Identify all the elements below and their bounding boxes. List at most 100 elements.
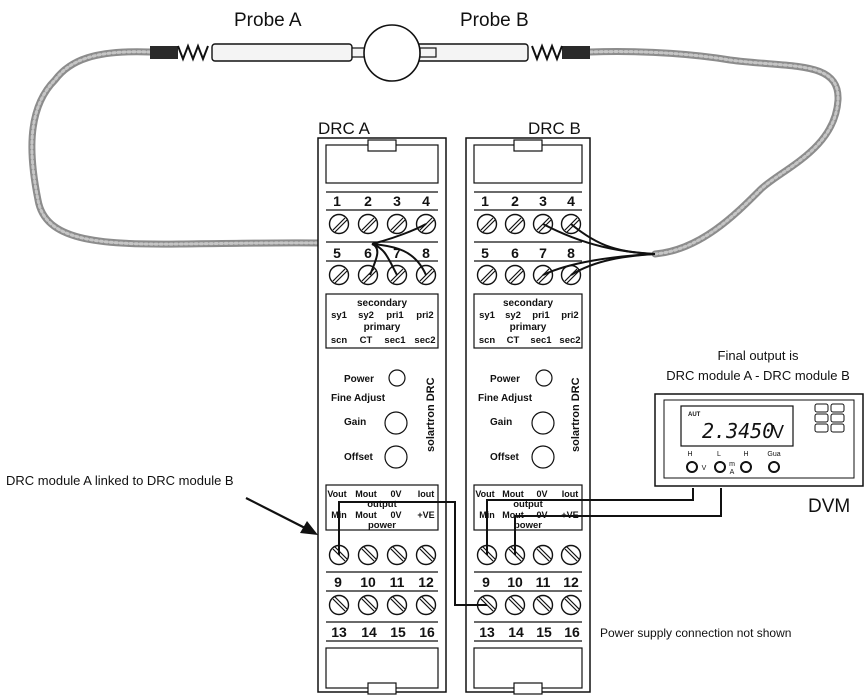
- dvm-high-lead: [514, 488, 722, 555]
- drc-a-0v: 0V: [390, 489, 401, 499]
- drc-a-power-header: power: [368, 520, 396, 531]
- drc-a-pin-sy1: sy1: [331, 310, 348, 321]
- drc-b-terminal-3: 3: [539, 193, 547, 209]
- drc-a-pin-pri2: pri2: [416, 310, 433, 321]
- dvm-terminal-l[interactable]: [714, 461, 726, 473]
- drc-a-pin-sec1: sec1: [384, 335, 406, 346]
- link-wire: [338, 501, 487, 606]
- drc-a-terminal-9: 9: [334, 574, 342, 590]
- drc-a-gain-label: Gain: [344, 417, 366, 428]
- dvm-caption-line1: Final output is: [718, 348, 799, 363]
- drc-module-a: DRC A 1 2 3 4 5 6 7 8 secondary sy1 sy2 …: [317, 119, 447, 695]
- dvm-sub-label-m: m: [729, 461, 735, 468]
- dvm-mode: AUT: [688, 412, 701, 418]
- dvm-terminal-label-gua: Gua: [767, 451, 780, 458]
- drc-b-pin-scn: scn: [479, 335, 496, 346]
- target-sphere: [363, 24, 421, 82]
- drc-a-offset-label: Offset: [344, 452, 374, 463]
- dvm-terminal-label-l: L: [717, 451, 721, 458]
- dvm-name: DVM: [808, 496, 850, 517]
- drc-b-terminal-7: 7: [539, 245, 547, 261]
- drc-a-terminal-10: 10: [360, 574, 376, 590]
- drc-a-terminal-14: 14: [361, 624, 377, 640]
- drc-b-brand: solartron DRC: [570, 377, 582, 452]
- drc-a-terminal-7: 7: [393, 245, 401, 261]
- drc-a-brand: solartron DRC: [425, 377, 437, 452]
- drc-b-power-header: power: [514, 520, 542, 531]
- drc-a-0v2: 0V: [390, 510, 401, 520]
- drc-b-vout: Vout: [475, 489, 494, 499]
- drc-b-offset-knob: [531, 445, 555, 469]
- dvm-button[interactable]: [814, 413, 829, 423]
- drc-b-fine-adjust-label: Fine Adjust: [478, 393, 533, 404]
- probe-wires: [369, 223, 656, 276]
- power-note: Power supply connection not shown: [600, 626, 791, 640]
- drc-b-mout: Mout: [502, 489, 524, 499]
- dvm-button[interactable]: [830, 403, 845, 413]
- dvm-button[interactable]: [830, 423, 845, 433]
- dvm-low-lead: [486, 488, 694, 555]
- drc-b-terminal-6: 6: [511, 245, 519, 261]
- drc-b-primary-header: primary: [510, 322, 547, 333]
- link-arrow: [245, 497, 318, 535]
- drc-a-mout: Mout: [355, 489, 377, 499]
- drc-b-terminal-5: 5: [481, 245, 489, 261]
- drc-b-pin-sy2: sy2: [505, 310, 521, 321]
- dvm-caption-line2: DRC module A - DRC module B: [666, 368, 850, 383]
- dvm-terminal-h[interactable]: [686, 461, 698, 473]
- drc-b-terminal-9: 9: [482, 574, 490, 590]
- drc-b-power-label: Power: [490, 374, 520, 385]
- drc-a-ve: +VE: [417, 510, 434, 520]
- dvm-button[interactable]: [814, 403, 829, 413]
- drc-b-iout: Iout: [562, 489, 579, 499]
- drc-a-secondary-header: secondary: [357, 298, 407, 309]
- drc-a-terminal-4: 4: [422, 193, 430, 209]
- drc-b-pin-ct: CT: [507, 335, 520, 346]
- drc-b-terminal-14: 14: [508, 624, 524, 640]
- probe-cables: [28, 48, 842, 258]
- drc-b-terminal-2: 2: [511, 193, 519, 209]
- drc-b-terminal-11: 11: [536, 574, 551, 590]
- drc-a-terminal-5: 5: [333, 245, 341, 261]
- dvm-sub-label-v: V: [702, 465, 707, 472]
- drc-b-terminal-1: 1: [481, 193, 489, 209]
- dvm-terminal-h2[interactable]: [740, 461, 752, 473]
- dvm-terminal-label-h: H: [687, 451, 692, 458]
- drc-a-terminal-2: 2: [364, 193, 372, 209]
- dvm-terminal-label-h2: H: [743, 451, 748, 458]
- drc-b-0v: 0V: [536, 489, 547, 499]
- drc-a-pin-scn: scn: [331, 335, 348, 346]
- drc-b-terminal-13: 13: [479, 624, 495, 640]
- probe-b-label: Probe B: [460, 10, 529, 31]
- dvm-button[interactable]: [814, 423, 829, 433]
- drc-a-terminal-3: 3: [393, 193, 401, 209]
- drc-b-pin-pri1: pri1: [532, 310, 550, 321]
- drc-a-title: DRC A: [318, 119, 371, 138]
- drc-b-terminal-10: 10: [507, 574, 523, 590]
- drc-b-power-led: [535, 369, 553, 387]
- dvm-button[interactable]: [830, 413, 845, 423]
- drc-b-terminal-15: 15: [536, 624, 552, 640]
- drc-a-terminal-15: 15: [390, 624, 406, 640]
- dvm-meter: Final output is DRC module A - DRC modul…: [654, 348, 864, 517]
- drc-b-terminal-4: 4: [567, 193, 575, 209]
- drc-a-pin-pri1: pri1: [386, 310, 404, 321]
- drc-a-mout2: Mout: [355, 510, 377, 520]
- probe-b-cable: [586, 48, 842, 258]
- dvm-sub-label-a: A: [730, 469, 735, 476]
- drc-b-mout2: Mout: [502, 510, 524, 520]
- drc-b-title: DRC B: [528, 119, 581, 138]
- drc-a-terminal-8: 8: [422, 245, 430, 261]
- dvm-terminal-gua[interactable]: [768, 461, 780, 473]
- drc-a-pin-sec2: sec2: [414, 335, 435, 346]
- dvm-display: [680, 405, 794, 447]
- dvm-unit: V: [772, 422, 784, 442]
- drc-a-pin-sy2: sy2: [358, 310, 374, 321]
- drc-b-terminal-16: 16: [564, 624, 580, 640]
- output-wiring: [338, 488, 722, 606]
- drc-b-pin-sec2: sec2: [559, 335, 580, 346]
- drc-a-terminal-1: 1: [333, 193, 341, 209]
- drc-a-pin-ct: CT: [360, 335, 373, 346]
- dvm-reading: 2.3450: [702, 419, 774, 443]
